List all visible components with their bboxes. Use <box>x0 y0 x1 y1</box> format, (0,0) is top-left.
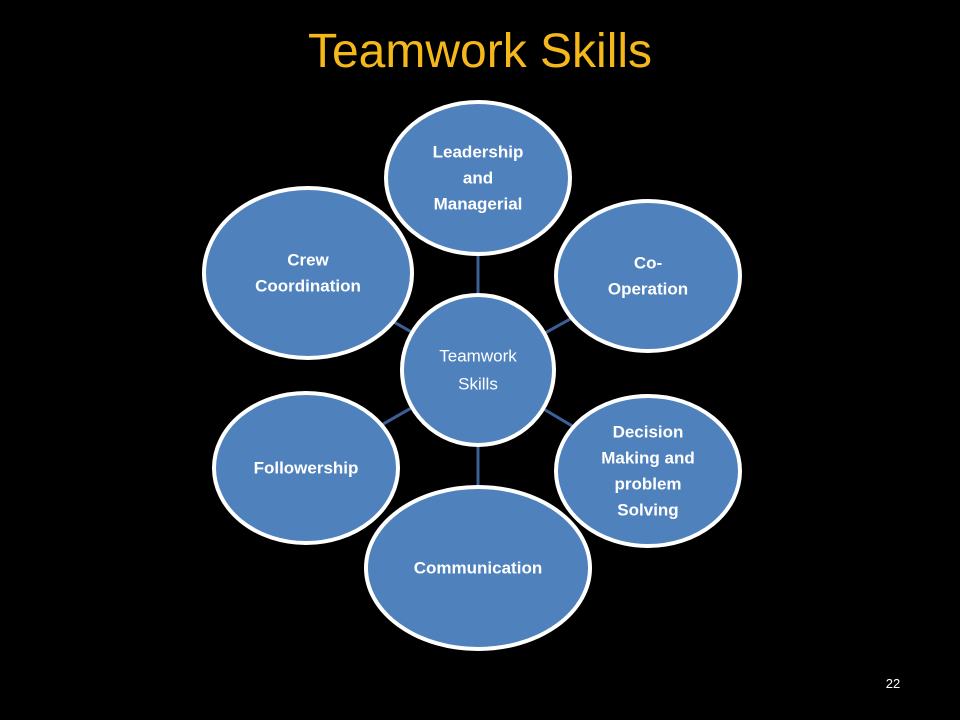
node-decision-making-label-line: Solving <box>617 501 678 520</box>
node-crew-coordination-circle <box>202 186 414 360</box>
node-cooperation-label-line: Operation <box>608 280 688 299</box>
node-decision-making-label-line: problem <box>614 475 681 494</box>
node-cooperation-label-line: Co- <box>634 254 662 273</box>
page-number: 22 <box>885 676 901 691</box>
node-followership-label-line: Followership <box>254 459 359 478</box>
node-communication-circle <box>364 485 592 651</box>
node-communication-label-line: Communication <box>414 559 542 578</box>
node-cooperation-circle <box>554 199 742 353</box>
slide-title: Teamwork Skills <box>307 25 653 78</box>
node-followership: Followership <box>212 391 400 545</box>
node-decision-making-label-line: Making and <box>601 449 695 468</box>
center-node-circle <box>400 293 556 447</box>
node-communication: Communication <box>364 485 592 651</box>
node-decision-making-circle <box>554 394 742 548</box>
node-decision-making-label-line: Decision <box>613 423 684 442</box>
center-node-label-line: Teamwork <box>439 347 517 366</box>
node-crew-coordination-label-line: Coordination <box>255 277 361 296</box>
node-followership-circle <box>212 391 400 545</box>
node-leadership-label-line: Managerial <box>434 195 523 214</box>
node-leadership-circle <box>384 100 572 256</box>
node-leadership-label-line: and <box>463 169 493 188</box>
node-cooperation: Co- Operation <box>554 199 742 353</box>
node-crew-coordination-label-line: Crew <box>287 251 329 270</box>
node-leadership-label-line: Leadership <box>433 143 524 162</box>
center-node-label-line: Skills <box>458 375 498 394</box>
